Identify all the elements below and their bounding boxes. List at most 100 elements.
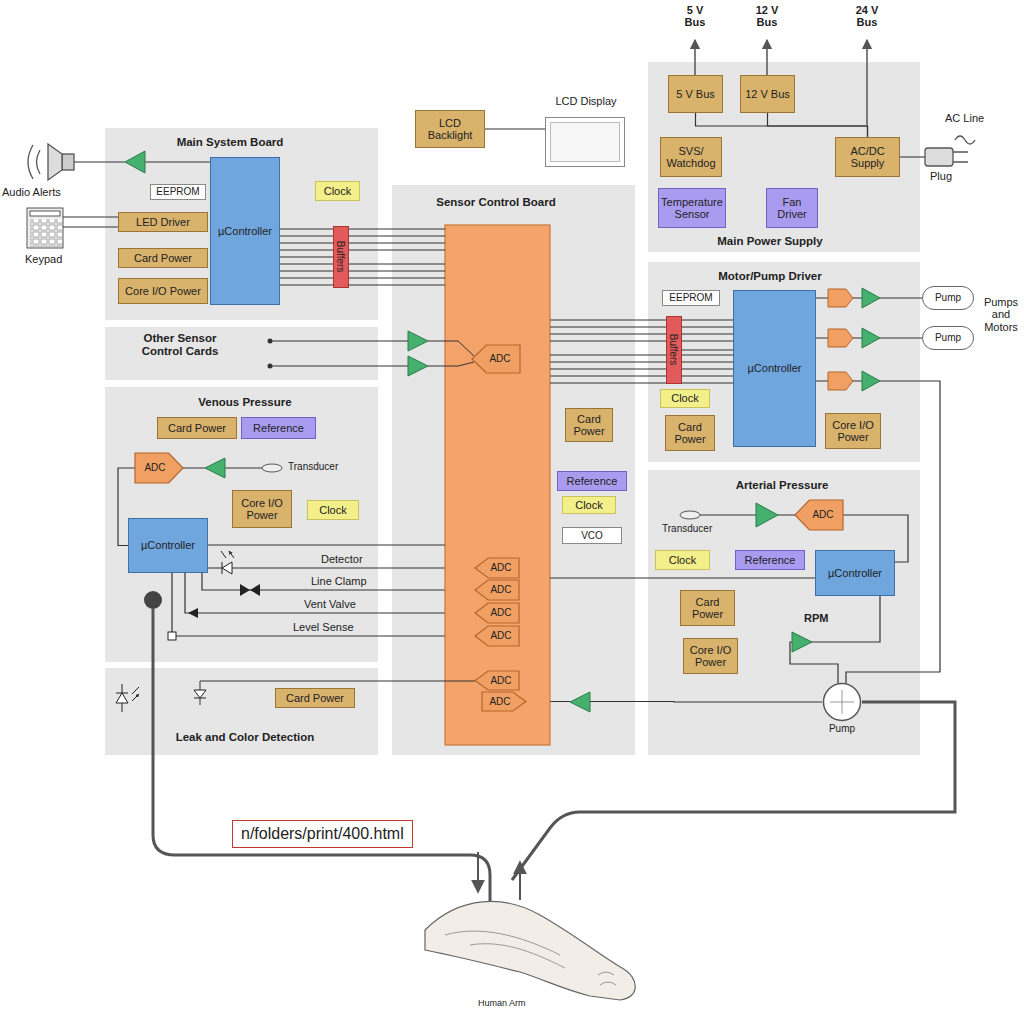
power-block: 12 V Bus <box>740 75 795 113</box>
block-label: ADC <box>489 696 510 707</box>
adc-symbol: ADC <box>482 692 526 711</box>
arm-illustration <box>445 931 616 985</box>
speaker-label: Audio Alerts <box>2 186 61 198</box>
terminal-dot <box>268 364 273 369</box>
amplifier-symbol <box>792 632 812 652</box>
block-label: LCD Display <box>545 95 627 107</box>
block-label: Clock <box>671 392 699 404</box>
signal-name: Line Clamp <box>311 575 367 587</box>
microcontroller-block: µController <box>210 157 280 305</box>
amplifier-symbol <box>862 371 880 391</box>
signal-wire <box>200 681 475 705</box>
power-block: Core I/O Power <box>825 413 881 449</box>
detector-symbol <box>221 551 234 574</box>
board-panel: Other Sensor Control Cards <box>105 327 378 380</box>
block-label: EEPROM <box>156 186 199 197</box>
signal-name: Vent Valve <box>304 598 356 610</box>
bus-arrow <box>695 40 867 126</box>
block-label: Pump <box>822 723 862 734</box>
signal-wire <box>550 320 733 383</box>
memory-block: EEPROM <box>150 184 206 200</box>
bus-arrow <box>766 40 768 75</box>
board-heading: Arterial Pressure <box>707 479 857 492</box>
arm-label: Human Arm <box>478 998 526 1008</box>
block-label: ADC <box>490 675 511 686</box>
block-label: Reference <box>253 422 304 434</box>
adc-symbol: ADC <box>475 603 519 623</box>
leak-detector <box>194 698 206 699</box>
block-label: Reference <box>745 554 796 566</box>
bus-label: 5 V Bus <box>680 4 710 29</box>
adc-symbol: ADC <box>475 626 519 646</box>
block-label: ADC <box>490 562 511 573</box>
signal-connector <box>696 113 868 137</box>
transducer-symbol <box>262 464 700 519</box>
leak-detector <box>132 687 139 701</box>
block-label: LED Driver <box>136 216 190 228</box>
signal-connector <box>843 515 908 562</box>
board-panel: Main System BoardEEPROMµControllerClockL… <box>105 128 378 320</box>
transducer-symbol <box>262 464 282 472</box>
block-label: Clock <box>575 499 603 511</box>
pump-label: Pumps and Motors <box>982 296 1020 333</box>
mains-label: AC Line <box>945 112 984 124</box>
leak-detector <box>116 693 128 703</box>
block-label: Card Power <box>668 421 712 446</box>
pump-symbol: Pump <box>922 326 974 350</box>
signal-connector <box>816 381 940 683</box>
block-label: Card Power <box>168 422 226 434</box>
leak-detector <box>116 684 206 712</box>
plug-label: Plug <box>930 170 952 182</box>
block-label: Card Power <box>683 596 732 621</box>
board-heading: Main Power Supply <box>695 235 845 248</box>
block-label: VCO <box>581 530 603 541</box>
board-heading: Leak and Color Detection <box>160 731 330 744</box>
block-label: ADC <box>490 630 511 641</box>
block-label: Clock <box>324 185 352 197</box>
adc-symbol: ADC <box>135 453 183 483</box>
microcontroller-block: µController <box>733 290 816 447</box>
clock-block: Clock <box>562 496 616 514</box>
speaker <box>62 154 74 170</box>
pump-vane <box>830 690 854 714</box>
power-block: Card Power <box>157 417 237 439</box>
clamp-valve <box>240 584 260 596</box>
power-block: Core I/O Power <box>232 490 292 528</box>
power-block: Card Power <box>665 415 715 451</box>
block-label: Core I/O Power <box>125 285 201 297</box>
transducer-label: Transducer <box>662 523 712 534</box>
power-block: 5 V Bus <box>668 75 723 113</box>
block-label: ADC <box>812 509 833 520</box>
transducer-label: Transducer <box>288 461 338 472</box>
block-label: LCD Backlight <box>418 117 482 142</box>
microcontroller-block: µController <box>128 518 208 573</box>
transducer-symbol <box>680 511 700 519</box>
detector-symbol <box>222 562 232 574</box>
board-heading: Venous Pressure <box>170 396 320 409</box>
buffer-block: Buffers <box>333 226 349 288</box>
board-heading: Motor/Pump Driver <box>695 270 845 283</box>
block-label: µController <box>218 225 272 237</box>
arm-illustration <box>425 901 635 1000</box>
amplifier-symbol <box>125 151 880 712</box>
level-sensor <box>168 632 176 640</box>
block-label: Card Power <box>286 692 344 704</box>
adc-outline <box>795 500 843 530</box>
clock-block: Clock <box>315 181 360 201</box>
memory-block: VCO <box>562 527 622 544</box>
amplifier-symbol <box>862 288 880 308</box>
signal-connector <box>768 113 868 137</box>
signal-connector <box>208 567 475 568</box>
bus-arrow <box>866 40 868 126</box>
sensor-block: Temperature Sensor <box>658 188 726 228</box>
speaker <box>28 145 40 179</box>
power-block: Core I/O Power <box>118 278 208 304</box>
dac-symbol <box>828 372 853 390</box>
block-label: 12 V Bus <box>745 88 790 100</box>
clamp-valve <box>250 584 260 596</box>
blood-tubing <box>512 702 955 880</box>
speaker <box>48 144 62 180</box>
signal-connector <box>118 468 135 546</box>
terminal-dot <box>268 339 273 344</box>
amplifier-symbol <box>408 331 428 351</box>
